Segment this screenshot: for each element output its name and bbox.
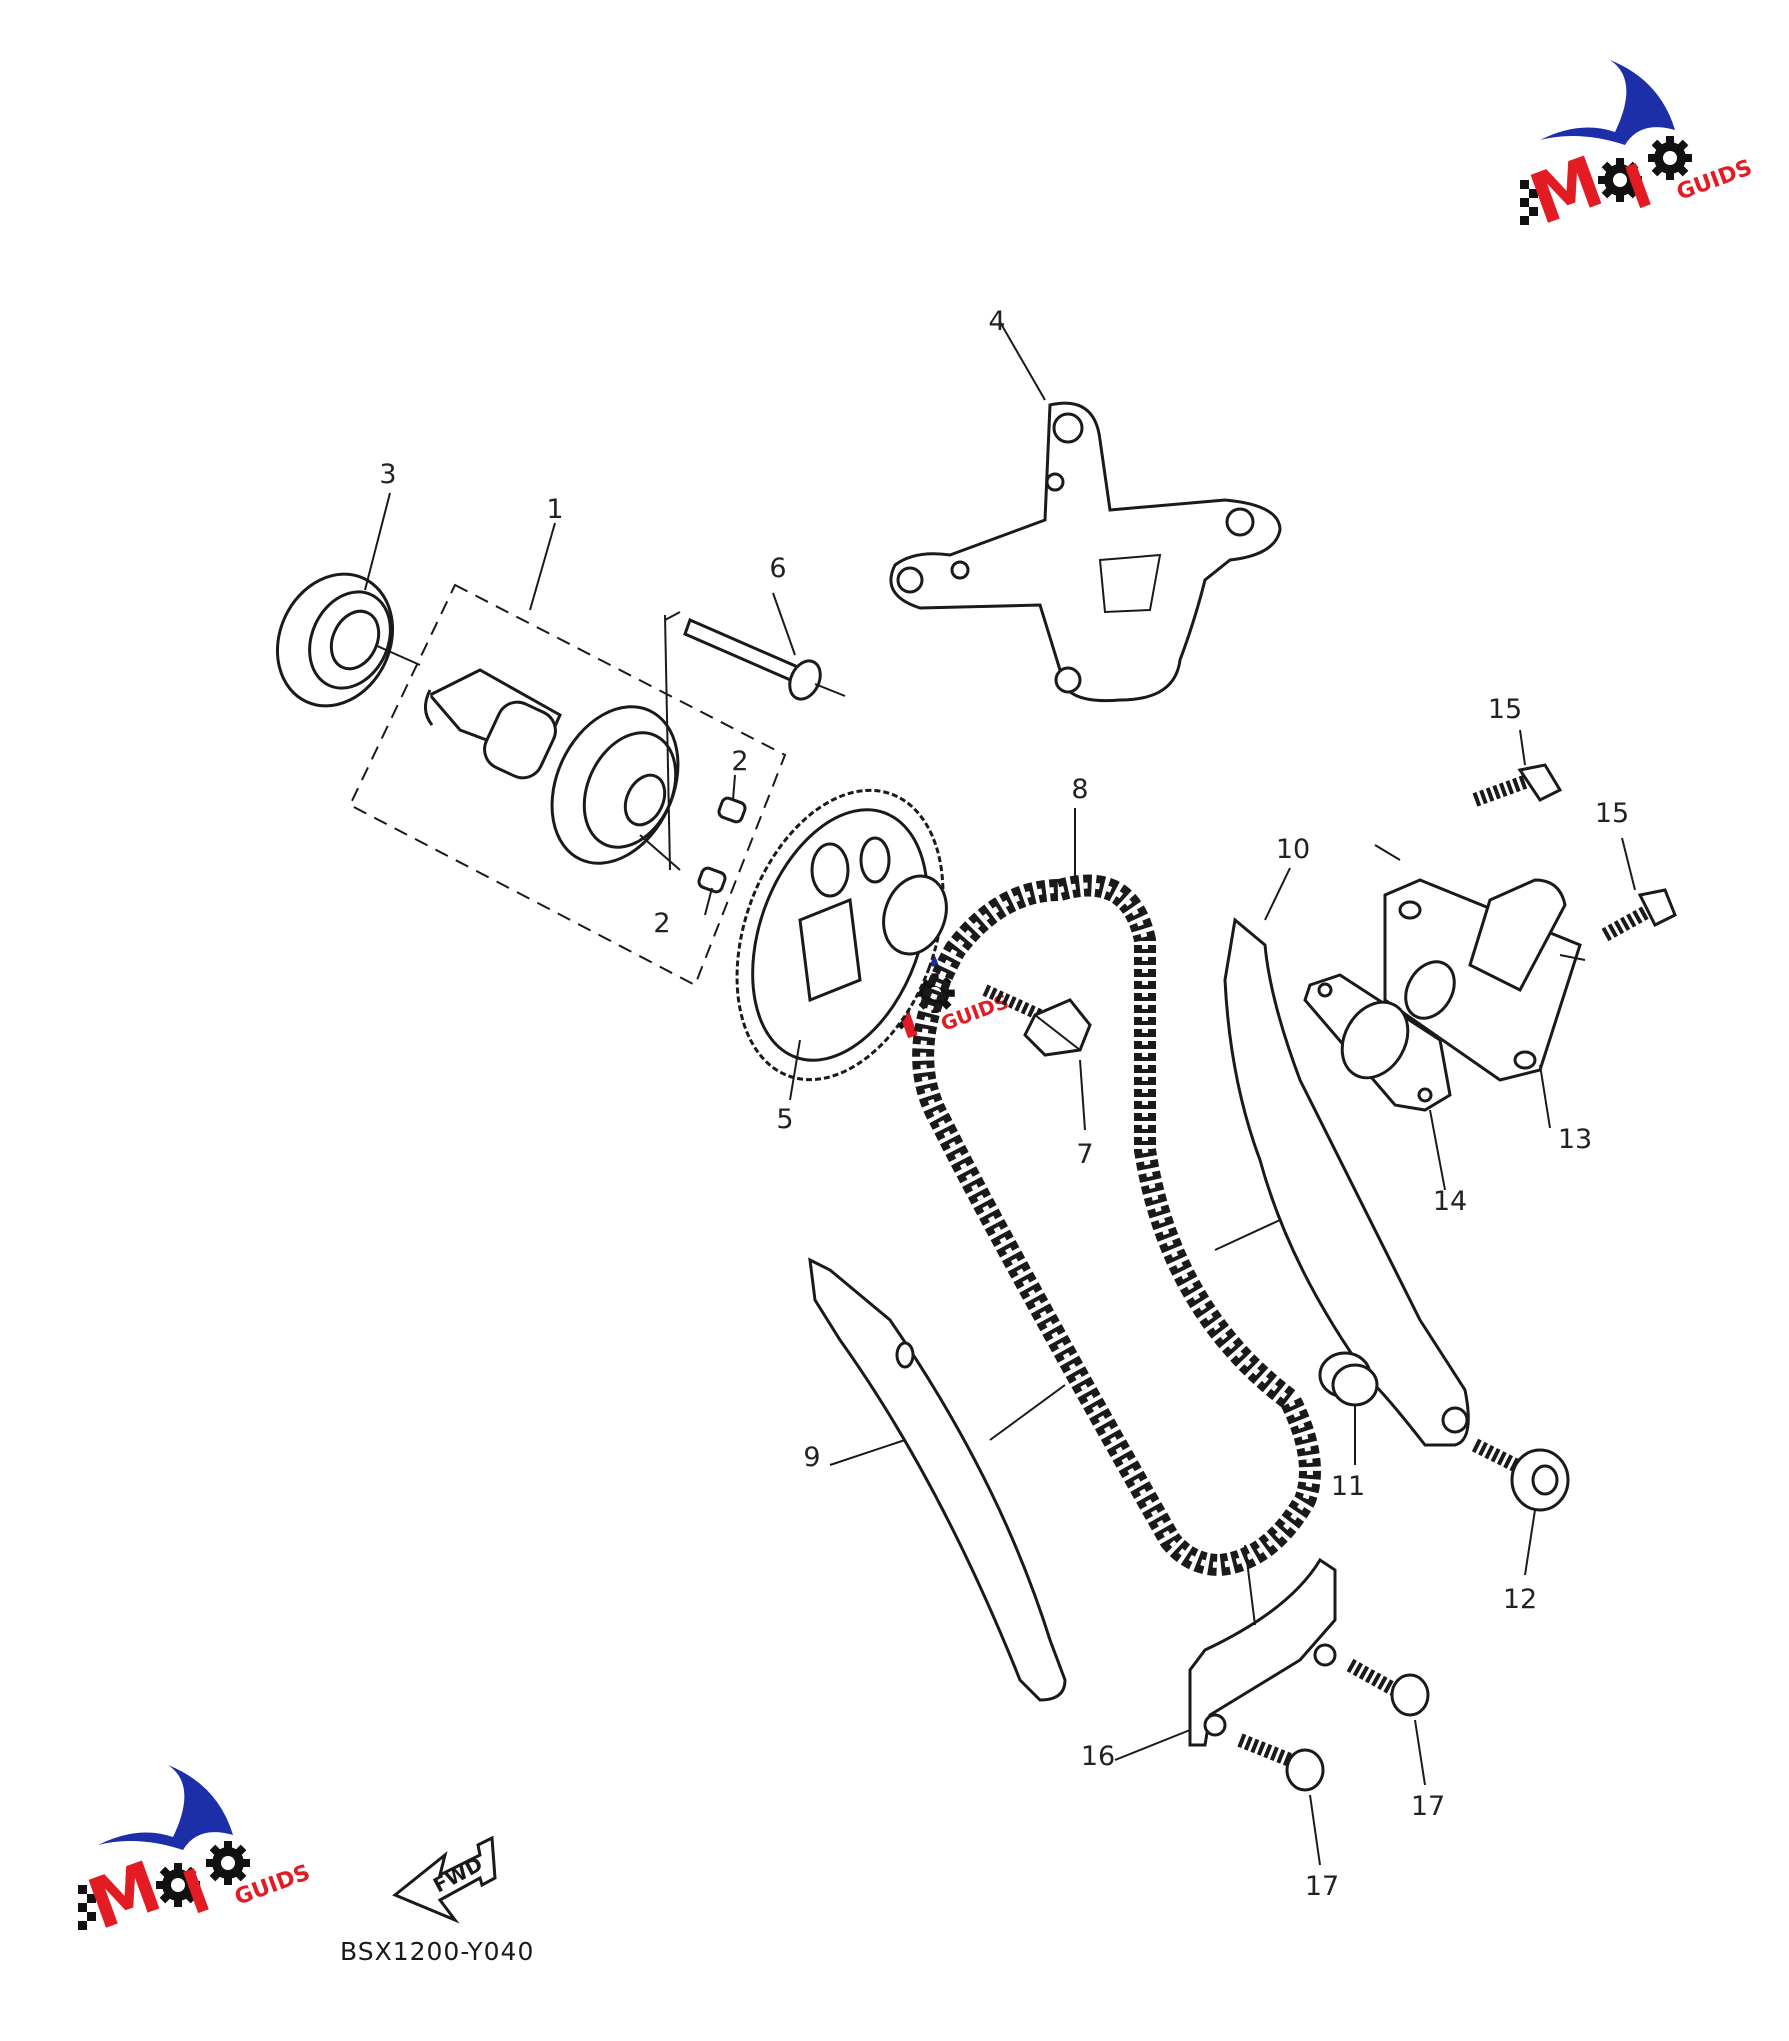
callout-11: 11	[1331, 1471, 1365, 1502]
camshaft-assembly-1	[348, 583, 787, 987]
bolt-17b	[1237, 1733, 1325, 1792]
callout-4: 4	[988, 306, 1005, 337]
fwd-arrow-icon: FWD	[392, 1835, 497, 1924]
tensioner-guide-10	[1214, 917, 1470, 1447]
bolt-12	[1471, 1438, 1570, 1512]
leader-lines	[364, 321, 1636, 1866]
callout-17-bottom: 17	[1305, 1871, 1339, 1902]
cam-chain-8	[912, 874, 1321, 1577]
callout-15-upper: 15	[1488, 694, 1522, 725]
plate-4	[889, 401, 1282, 703]
callout-9: 9	[803, 1442, 820, 1473]
logo-top-right	[1520, 60, 1756, 241]
callout-17-right: 17	[1411, 1791, 1445, 1822]
chain-guide-9	[808, 1257, 1067, 1702]
logo-bottom-left	[78, 1765, 314, 1946]
bolt-17a	[1346, 1658, 1430, 1717]
dowel-pin-2b	[697, 866, 727, 894]
pin-6	[683, 617, 846, 701]
bolt-7	[982, 984, 1092, 1057]
callout-3: 3	[379, 459, 396, 490]
callout-14: 14	[1433, 1186, 1467, 1217]
dowel-pin-2a	[717, 796, 747, 824]
callout-2-lower: 2	[653, 908, 670, 939]
bolt-15b	[1601, 888, 1677, 942]
cam-sprocket-5	[735, 788, 948, 1082]
callout-7: 7	[1076, 1139, 1093, 1170]
callout-1: 1	[546, 494, 563, 525]
bearing-3	[275, 572, 421, 708]
callout-6: 6	[769, 553, 786, 584]
callout-10: 10	[1276, 834, 1310, 865]
callout-12: 12	[1503, 1584, 1537, 1615]
callout-2-upper: 2	[731, 746, 748, 777]
callout-16: 16	[1081, 1741, 1115, 1772]
callout-8: 8	[1071, 774, 1088, 805]
callout-15-lower: 15	[1595, 798, 1629, 829]
callout-labels: 1 2 2 3 4 5 6 7 8 9 10 11 12 13 14 15 15…	[379, 306, 1629, 1902]
gasket-14	[1303, 973, 1452, 1112]
callout-13: 13	[1558, 1124, 1592, 1155]
callout-5: 5	[776, 1104, 793, 1135]
bolt-15a	[1472, 763, 1563, 807]
collar-11	[1318, 1351, 1379, 1407]
diagram-code: BSX1200-Y040	[340, 1937, 534, 1966]
lower-guide-16	[1188, 1544, 1337, 1747]
